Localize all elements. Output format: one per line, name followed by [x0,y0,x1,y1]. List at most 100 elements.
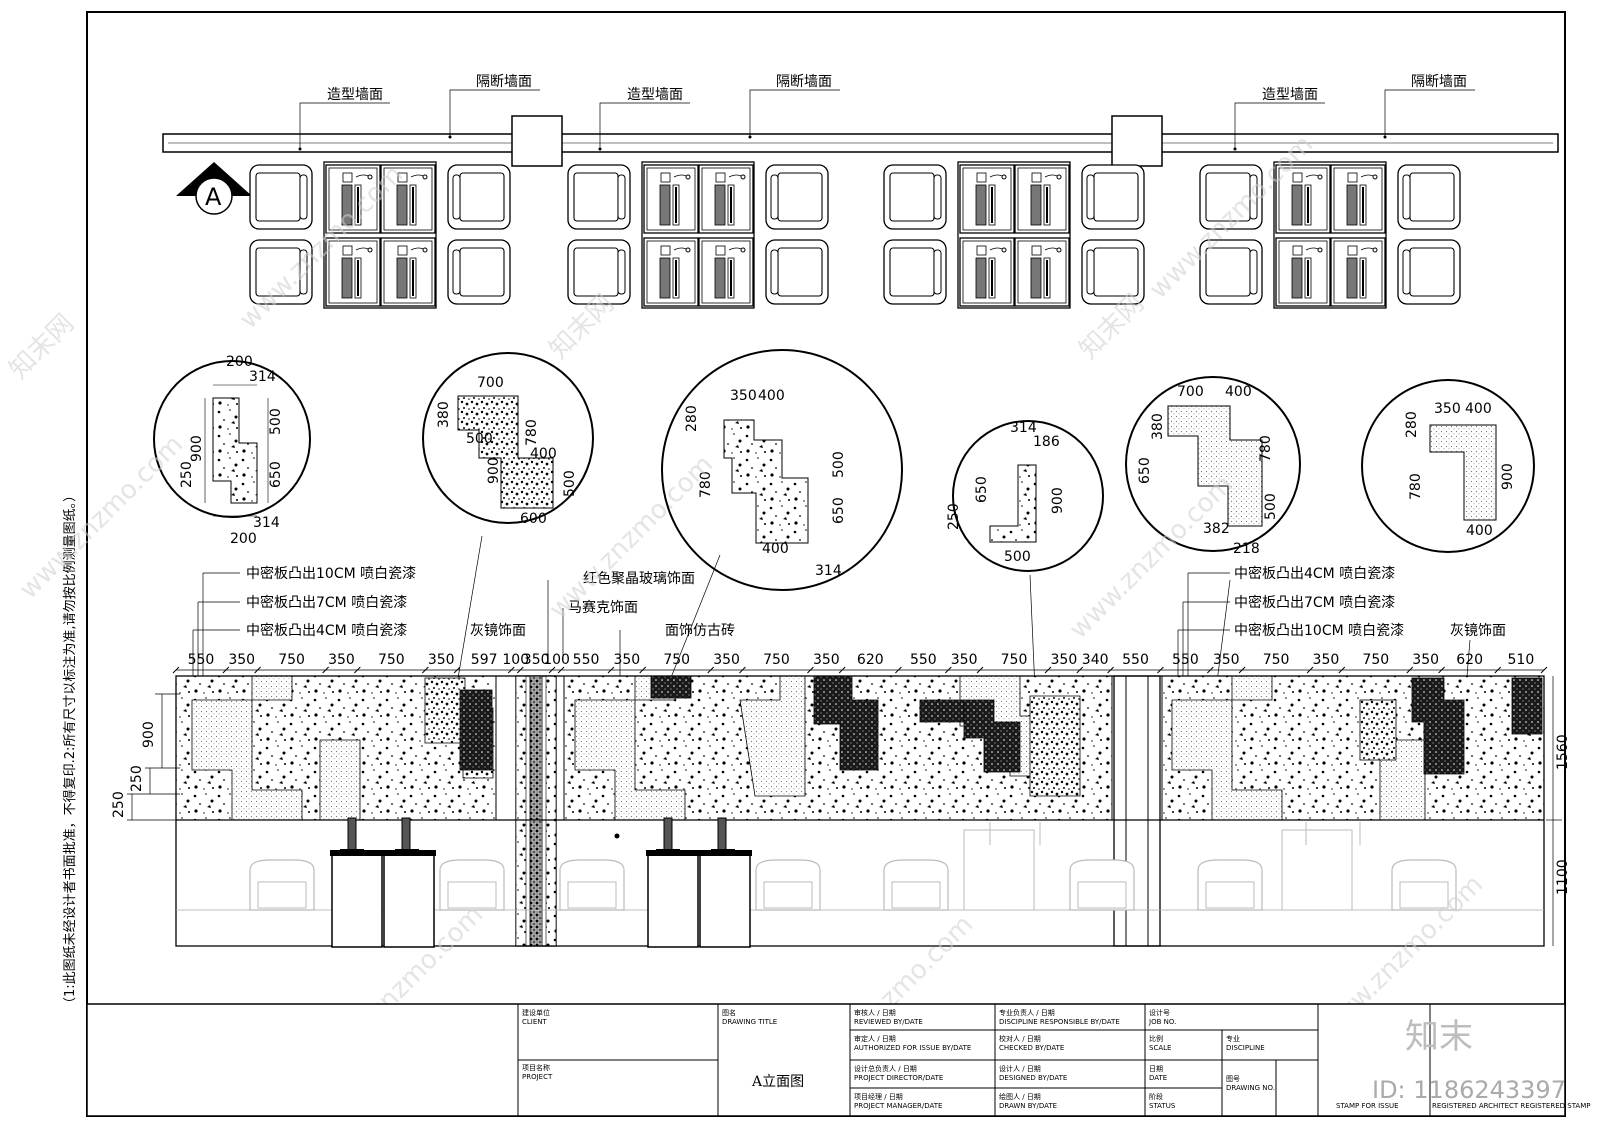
dim-label: 350 [328,652,355,668]
svg-text:阶段: 阶段 [1149,1092,1163,1101]
svg-text:专业负责人 / 日期: 专业负责人 / 日期 [999,1008,1055,1017]
dim-label: 500 [562,470,578,497]
dim-label: 600 [520,511,547,527]
dim-label: 350 [1213,652,1240,668]
dim-label: 340 [1082,652,1109,668]
svg-text:STAMP FOR ISSUE: STAMP FOR ISSUE [1336,1102,1399,1110]
dim-label: 750 [378,652,405,668]
dim-label: 1560 [1555,734,1571,770]
dim-label: 314 [253,515,280,531]
callout-label: 中密板凸出10CM 喷白瓷漆 [246,565,416,582]
dim-label: 350 [523,652,550,668]
callout-label: 中密板凸出4CM 喷白瓷漆 [246,622,407,639]
dim-label: 250 [111,791,127,818]
dim-label: 900 [189,435,205,462]
dim-label: 280 [684,405,700,432]
label-feature-wall: 造型墙面 [627,87,683,103]
dim-label: 350 [228,652,255,668]
dim-label: 780 [698,471,714,498]
detail-circle: 700 400 380 780 650 500 382 218 [1125,376,1301,557]
desk-with-monitors [330,817,436,948]
dim-label: 750 [1001,652,1028,668]
dim-label: 750 [1362,652,1389,668]
dim-label: 620 [857,652,884,668]
plan-column-right [1111,115,1163,167]
dim-label: 500 [1004,549,1031,565]
dim-label: 400 [530,446,557,462]
svg-text:CHECKED BY/DATE: CHECKED BY/DATE [999,1044,1064,1052]
svg-text:www.znzmo.com: www.znzmo.com [14,430,189,605]
svg-text:DISCIPLINE: DISCIPLINE [1226,1044,1265,1052]
dim-label: 400 [758,388,785,404]
label-partition-wall: 隔断墙面 [476,74,532,90]
callout-label: 中密板凸出7CM 喷白瓷漆 [246,594,407,611]
dim-label: 350 [730,388,757,404]
dim-label: 780 [1258,435,1274,462]
svg-text:绘图人 / 日期: 绘图人 / 日期 [999,1092,1041,1101]
dim-label: 780 [1408,473,1424,500]
dim-label: 500 [1263,493,1279,520]
dim-label: 700 [1177,384,1204,400]
drawing-title: A立面图 [751,1074,804,1090]
dim-label: 500 [466,431,493,447]
svg-text:知末网: 知末网 [4,309,80,385]
dim-label: 314 [249,369,276,385]
svg-text:比例: 比例 [1149,1034,1163,1043]
dim-label: 350 [1412,652,1439,668]
material-callouts: 中密板凸出10CM 喷白瓷漆 中密板凸出7CM 喷白瓷漆 中密板凸出4CM 喷白… [192,535,1506,820]
callout-label: 马赛克饰面 [568,600,638,616]
dim-label: 250 [946,503,962,530]
dim-label: 550 [188,652,215,668]
dim-label: 314 [815,563,842,579]
callout-label: 灰镜饰面 [1450,623,1506,639]
logo-watermark: 知末 [1405,1017,1473,1057]
callout-label: 红色聚晶玻璃饰面 [583,570,695,587]
dim-label: 500 [268,408,284,435]
dim-label: 650 [1137,457,1153,484]
svg-text:PROJECT DIRECTOR/DATE: PROJECT DIRECTOR/DATE [854,1074,943,1082]
dim-label: 620 [1456,652,1483,668]
dim-label: 250 [129,765,145,792]
svg-text:审定人 / 日期: 审定人 / 日期 [854,1034,896,1043]
workstation-cluster [568,162,828,308]
dim-label: 100 [502,652,529,668]
svg-text:图号: 图号 [1226,1075,1240,1083]
dim-label: 550 [1172,652,1199,668]
label-feature-wall: 造型墙面 [1262,87,1318,103]
svg-text:SCALE: SCALE [1149,1044,1171,1052]
dim-label: 500 [831,451,847,478]
dim-label: 900 [1050,487,1066,514]
dim-label: 400 [762,541,789,557]
side-note: （1:此图纸未经设计者书面批准，不得复印.2:所有尺寸以标注为准,请勿按比例测量… [62,489,78,1010]
label-partition-wall: 隔断墙面 [1411,74,1467,90]
svg-text:DRAWING NO.: DRAWING NO. [1226,1084,1275,1092]
dim-label: 350 [1051,652,1078,668]
dim-label: 550 [910,652,937,668]
svg-text:REGISTERED ARCHITECT REGISTERE: REGISTERED ARCHITECT REGISTERED STAMP [1432,1102,1590,1110]
dim-label: 314 [1010,420,1037,436]
detail-circle: 700 380 500 780 400 900 500 600 [422,352,594,527]
desk-with-monitors [646,817,752,948]
dim-label: 550 [1122,652,1149,668]
label-feature-wall: 造型墙面 [327,87,383,103]
dim-label: 400 [1465,401,1492,417]
section-marker-icon: A [176,162,252,215]
callout-label: 面饰仿古砖 [665,623,735,639]
svg-text:图名: 图名 [722,1008,736,1017]
dim-label: 400 [1225,384,1252,400]
dim-label: 750 [1263,652,1290,668]
dim-label: 218 [1233,541,1260,557]
svg-text:项目名称: 项目名称 [522,1063,550,1072]
dim-label: 780 [524,419,540,446]
dim-label: 350 [1434,401,1461,417]
dim-label: 280 [1404,411,1420,438]
dim-label: 350 [1313,652,1340,668]
dim-label: 350 [951,652,978,668]
callout-label: 中密板凸出4CM 喷白瓷漆 [1234,565,1395,582]
callout-label: 中密板凸出7CM 喷白瓷漆 [1234,594,1395,611]
dim-label: 750 [278,652,305,668]
svg-text:校对人 / 日期: 校对人 / 日期 [999,1034,1041,1043]
